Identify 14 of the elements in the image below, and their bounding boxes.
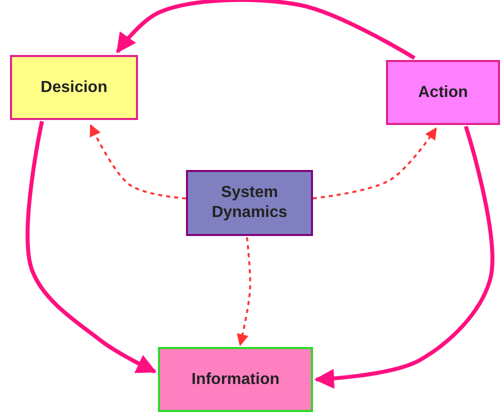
node-label: System Dynamics	[210, 183, 288, 223]
arrow	[314, 126, 494, 389]
arrow	[116, 0, 416, 60]
arrow	[236, 237, 252, 346]
arrow	[26, 120, 157, 374]
process-box	[158, 347, 313, 412]
node-label: Information	[192, 370, 280, 390]
process-box	[10, 55, 138, 120]
node-label: Desicion	[40, 78, 108, 98]
process-box	[386, 60, 500, 125]
arrow	[312, 127, 437, 200]
node-label: Action	[418, 82, 468, 102]
arrow	[90, 124, 186, 200]
process-box	[186, 170, 313, 236]
